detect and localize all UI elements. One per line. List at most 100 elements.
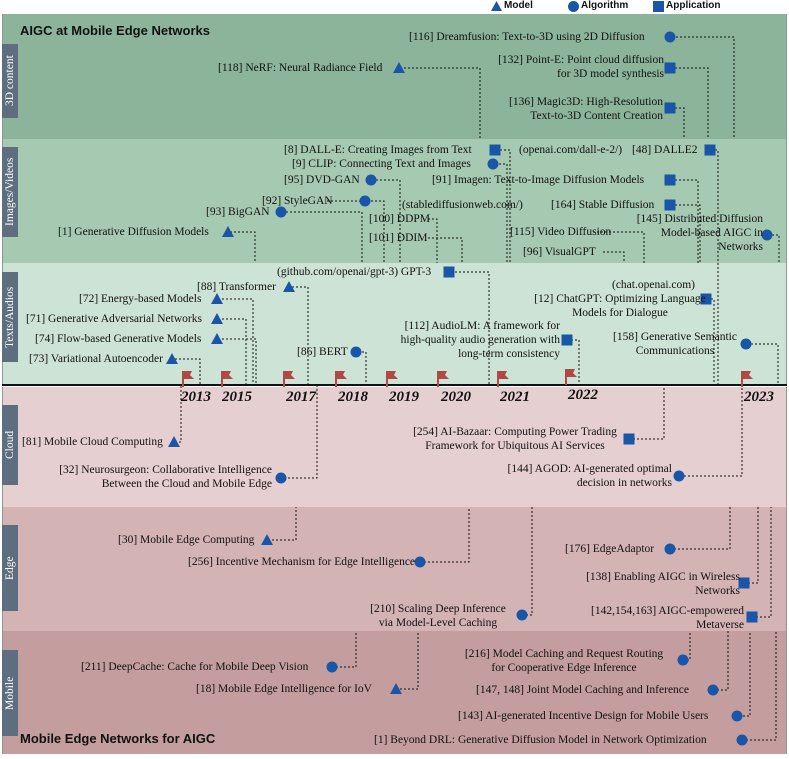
algorithm-circle-icon-distributed-diffusion bbox=[761, 229, 773, 241]
model-triangle-icon-generative-diffusion-models bbox=[222, 226, 234, 237]
item-dalle: [8] DALL-E: Creating Images from Text bbox=[284, 144, 472, 156]
item-joint-caching: [147, 148] Joint Model Caching and Infer… bbox=[476, 684, 690, 696]
algorithm-circle-icon-bert bbox=[350, 346, 362, 358]
item-gan: [71] Generative Adversarial Networks bbox=[26, 313, 202, 325]
item-audiolm: [112] AudioLM: A framework for high-qual… bbox=[400, 320, 560, 360]
model-triangle-icon-mobile-cloud-computing bbox=[168, 436, 180, 447]
item-chat-url: (chat.openai.com) bbox=[612, 279, 696, 291]
item-flow-based: [74] Flow-based Generative Models bbox=[35, 333, 202, 345]
flag-icon-2023 bbox=[741, 371, 753, 387]
model-triangle-icon-nerf bbox=[393, 62, 405, 73]
connector-lines bbox=[175, 36, 780, 741]
application-square-icon-aigc-metaverse bbox=[746, 611, 758, 623]
flag-icon-2019 bbox=[386, 371, 398, 387]
item-scaling-deep-inference: [210] Scaling Deep Inference via Model-L… bbox=[370, 603, 506, 629]
year-2015: 2015 bbox=[222, 389, 252, 405]
item-incentive-design: [143] AI-generated Incentive Design for … bbox=[458, 710, 709, 722]
flag-icon-2015 bbox=[221, 371, 233, 387]
band-cloud bbox=[2, 387, 787, 507]
item-imagen: [91] Imagen: Text-to-Image Diffusion Mod… bbox=[432, 174, 645, 186]
item-bert: [86] BERT bbox=[297, 346, 348, 358]
band-edge bbox=[2, 507, 787, 631]
item-transformer: [88] Transformer bbox=[197, 281, 276, 293]
model-triangle-icon-iov bbox=[390, 683, 402, 694]
item-stylegan: [92] StyleGAN bbox=[262, 195, 333, 207]
algorithm-circle-icon-stylegan bbox=[359, 195, 371, 207]
item-iov: [18] Mobile Edge Intelligence for IoV bbox=[196, 683, 372, 695]
item-mobile-edge-computing: [30] Mobile Edge Computing bbox=[118, 534, 255, 546]
application-square-icon-dalle bbox=[489, 144, 501, 156]
legend-algorithm: Algorithm bbox=[568, 0, 628, 12]
item-distributed-diffusion: [145] Distributed Diffusion Model-based … bbox=[636, 213, 763, 253]
year-2017: 2017 bbox=[286, 389, 316, 405]
year-2021: 2021 bbox=[500, 389, 530, 405]
model-triangle-icon-flow-based bbox=[211, 333, 223, 344]
item-ai-bazaar: [254] AI-Bazaar: Computing Power Trading… bbox=[413, 426, 617, 452]
item-edgeadaptor: [176] EdgeAdaptor bbox=[565, 543, 655, 555]
application-square-icon-stable-diffusion bbox=[664, 199, 676, 211]
square-icon bbox=[653, 0, 664, 12]
algorithm-circle-icon-joint-caching bbox=[707, 684, 719, 696]
year-2019: 2019 bbox=[389, 389, 419, 405]
item-nerf: [118] NeRF: Neural Radiance Field bbox=[218, 62, 383, 74]
item-aigc-metaverse: [142,154,163] AIGC-empowered Metaverse bbox=[591, 605, 744, 631]
application-square-icon-chatgpt bbox=[700, 293, 712, 305]
model-triangle-icon-vae bbox=[166, 353, 178, 364]
band-texts-audios bbox=[2, 263, 787, 385]
algorithm-circle-icon-incentive-mechanism bbox=[414, 556, 426, 568]
model-triangle-icon-mobile-edge-computing bbox=[261, 534, 273, 545]
model-triangle-icon-transformer bbox=[283, 281, 295, 292]
band-3d-content bbox=[2, 14, 787, 139]
year-flags bbox=[182, 369, 753, 387]
item-generative-semantic: [158] Generative Semantic Communications bbox=[613, 331, 737, 357]
flag-icon-2018 bbox=[335, 371, 347, 387]
item-sd-url: (stablediffusionweb.com/) bbox=[402, 199, 523, 211]
flag-icon-2022 bbox=[565, 369, 577, 385]
item-incentive-mechanism: [256] Incentive Mechanism for Edge Intel… bbox=[188, 556, 416, 568]
item-model-caching-routing: [216] Model Caching and Request Routing … bbox=[464, 648, 664, 674]
flag-icon-2013 bbox=[182, 371, 194, 387]
item-markers bbox=[166, 31, 773, 746]
band-images-videos bbox=[2, 139, 787, 263]
legend-model: Model bbox=[491, 0, 533, 12]
item-chatgpt: [12] ChatGPT: Optimizing Language Models… bbox=[534, 293, 706, 319]
item-dreamfusion: [116] Dreamfusion: Text-to-3D using 2D D… bbox=[409, 31, 645, 43]
year-2013: 2013 bbox=[181, 389, 211, 405]
model-triangle-icon-gan bbox=[211, 313, 223, 324]
algorithm-circle-icon-beyond-drl bbox=[736, 734, 748, 746]
item-beyond-drl: [1] Beyond DRL: Generative Diffusion Mod… bbox=[374, 734, 707, 746]
item-enabling-aigc: [138] Enabling AIGC in Wireless Networks bbox=[586, 571, 740, 597]
item-clip: [9] CLIP: Connecting Text and Images bbox=[292, 158, 471, 170]
algorithm-circle-icon-scaling-deep-inference bbox=[516, 609, 528, 621]
item-dvdgan: [95] DVD-GAN bbox=[284, 174, 360, 186]
algorithm-circle-icon-agod bbox=[673, 470, 685, 482]
triangle-icon bbox=[491, 1, 502, 11]
algorithm-circle-icon-neurosurgeon bbox=[275, 472, 287, 484]
flag-icon-2017 bbox=[283, 371, 295, 387]
item-dalle2-url: (openai.com/dall-e-2/) bbox=[519, 144, 623, 156]
section-title-bottom: Mobile Edge Networks for AIGC bbox=[20, 731, 216, 746]
item-ddim: [101] DDIM bbox=[369, 232, 428, 244]
item-agod: [144] AGOD: AI-generated optimal decisio… bbox=[507, 463, 672, 489]
legend-application: Application bbox=[653, 0, 720, 12]
application-square-icon-audiolm bbox=[561, 334, 573, 346]
item-vae: [73] Variational Autoencoder bbox=[29, 353, 163, 365]
algorithm-circle-icon-edgeadaptor bbox=[664, 543, 676, 555]
item-biggan: [93] BigGAN bbox=[206, 206, 270, 218]
item-neurosurgeon: [32] Neurosurgeon: Collaborative Intelli… bbox=[59, 464, 272, 490]
item-pointe: [132] Point-E: Point cloud diffusion for… bbox=[498, 54, 664, 80]
item-ddpm: [100] DDPM bbox=[369, 213, 431, 225]
algorithm-circle-icon-clip bbox=[487, 158, 499, 170]
item-mobile-cloud-computing: [81] Mobile Cloud Computing bbox=[22, 436, 163, 448]
circle-icon bbox=[568, 0, 579, 12]
flag-icon-2020 bbox=[437, 371, 449, 387]
year-2022: 2022 bbox=[568, 387, 598, 403]
year-2020: 2020 bbox=[441, 389, 471, 405]
flag-icon-2021 bbox=[497, 371, 509, 387]
application-square-icon-imagen bbox=[664, 174, 676, 186]
application-square-icon-ai-bazaar bbox=[623, 433, 635, 445]
item-dalle2: [48] DALLE2 bbox=[632, 144, 698, 156]
algorithm-circle-icon-dvdgan bbox=[365, 174, 377, 186]
application-square-icon-pointe bbox=[664, 62, 676, 74]
